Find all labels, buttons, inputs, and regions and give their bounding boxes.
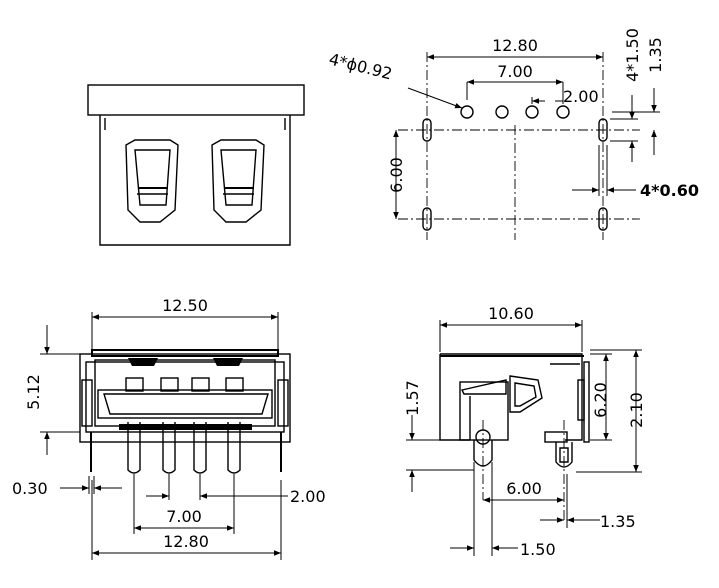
dim-4x0-60: 4*0.60	[572, 145, 699, 200]
dim-4x1-50: 4*1.50	[610, 28, 642, 162]
hole-callout-label: 4*ϕ0.92	[327, 49, 394, 83]
latch-right	[211, 139, 265, 223]
dim-0-30: 0.30	[12, 476, 122, 498]
dim-label-2-00-top: 2.00	[563, 87, 599, 106]
dim-10-60: 10.60	[439, 304, 583, 352]
dim-label-1-35-side: 1.35	[600, 512, 636, 531]
dim-label-7-00-top: 7.00	[497, 62, 533, 81]
dim-label-5-12: 5.12	[24, 374, 43, 410]
dim-1-35-side: 1.35	[540, 474, 636, 531]
dim-1-50: 1.50	[450, 462, 556, 559]
connector-front-view: 12.50 5.12 0.30 2.00 7.00	[12, 296, 326, 560]
dim-label-1-57: 1.57	[403, 380, 422, 416]
dim-label-1-35-top: 1.35	[646, 37, 665, 73]
dim-label-12-80-top: 12.80	[492, 36, 538, 55]
dim-5-12: 5.12	[24, 325, 80, 455]
contact-pins-front	[125, 377, 244, 474]
dim-label-6-00-top: 6.00	[387, 157, 406, 193]
dim-label-6-00-side: 6.00	[506, 479, 542, 498]
dim-2-00-top: 2.00	[531, 87, 599, 106]
dim-label-12-80-front: 12.80	[163, 532, 209, 551]
dim-12-80-front: 12.80	[91, 480, 282, 560]
dim-label-2-10: 2.10	[627, 392, 646, 428]
dim-label-0-30: 0.30	[12, 479, 48, 498]
pin-leg-right	[555, 442, 573, 468]
dim-1-57: 1.57	[403, 380, 474, 492]
dim-6-20: 6.20	[590, 353, 612, 441]
dim-2-00-front: 2.00	[146, 474, 326, 506]
dim-12-50: 12.50	[91, 296, 279, 350]
through-holes	[460, 105, 570, 119]
latch-left	[125, 139, 179, 223]
dim-6-00-top: 6.00	[387, 130, 406, 219]
dim-7-00-top: 7.00	[466, 62, 564, 100]
dim-2-10: 2.10	[576, 349, 646, 473]
dim-label-4x1-50: 4*1.50	[623, 28, 642, 82]
dim-label-10-60: 10.60	[488, 304, 534, 323]
dim-label-2-00-front: 2.00	[290, 487, 326, 506]
dim-label-6-20: 6.20	[591, 382, 610, 418]
connector-side-view: 10.60 1.57 6.20 2.10 6.00	[403, 304, 646, 559]
connector-top-view	[87, 84, 305, 246]
dim-label-7-00-front: 7.00	[166, 507, 202, 526]
dim-12-80-top: 12.80	[427, 36, 603, 60]
hole-callout: 4*ϕ0.92	[327, 49, 463, 109]
dim-label-1-50: 1.50	[520, 540, 556, 559]
dim-6-00-side: 6.00	[483, 479, 564, 503]
dim-1-35-top: 1.35	[612, 37, 665, 155]
dim-label-4x0-60: 4*0.60	[640, 181, 699, 200]
dim-7-00-front: 7.00	[133, 474, 235, 534]
dim-label-12-50: 12.50	[162, 296, 208, 315]
pcb-footprint-view: 12.80 7.00 2.00 4*ϕ0.92 6.00	[327, 28, 699, 240]
